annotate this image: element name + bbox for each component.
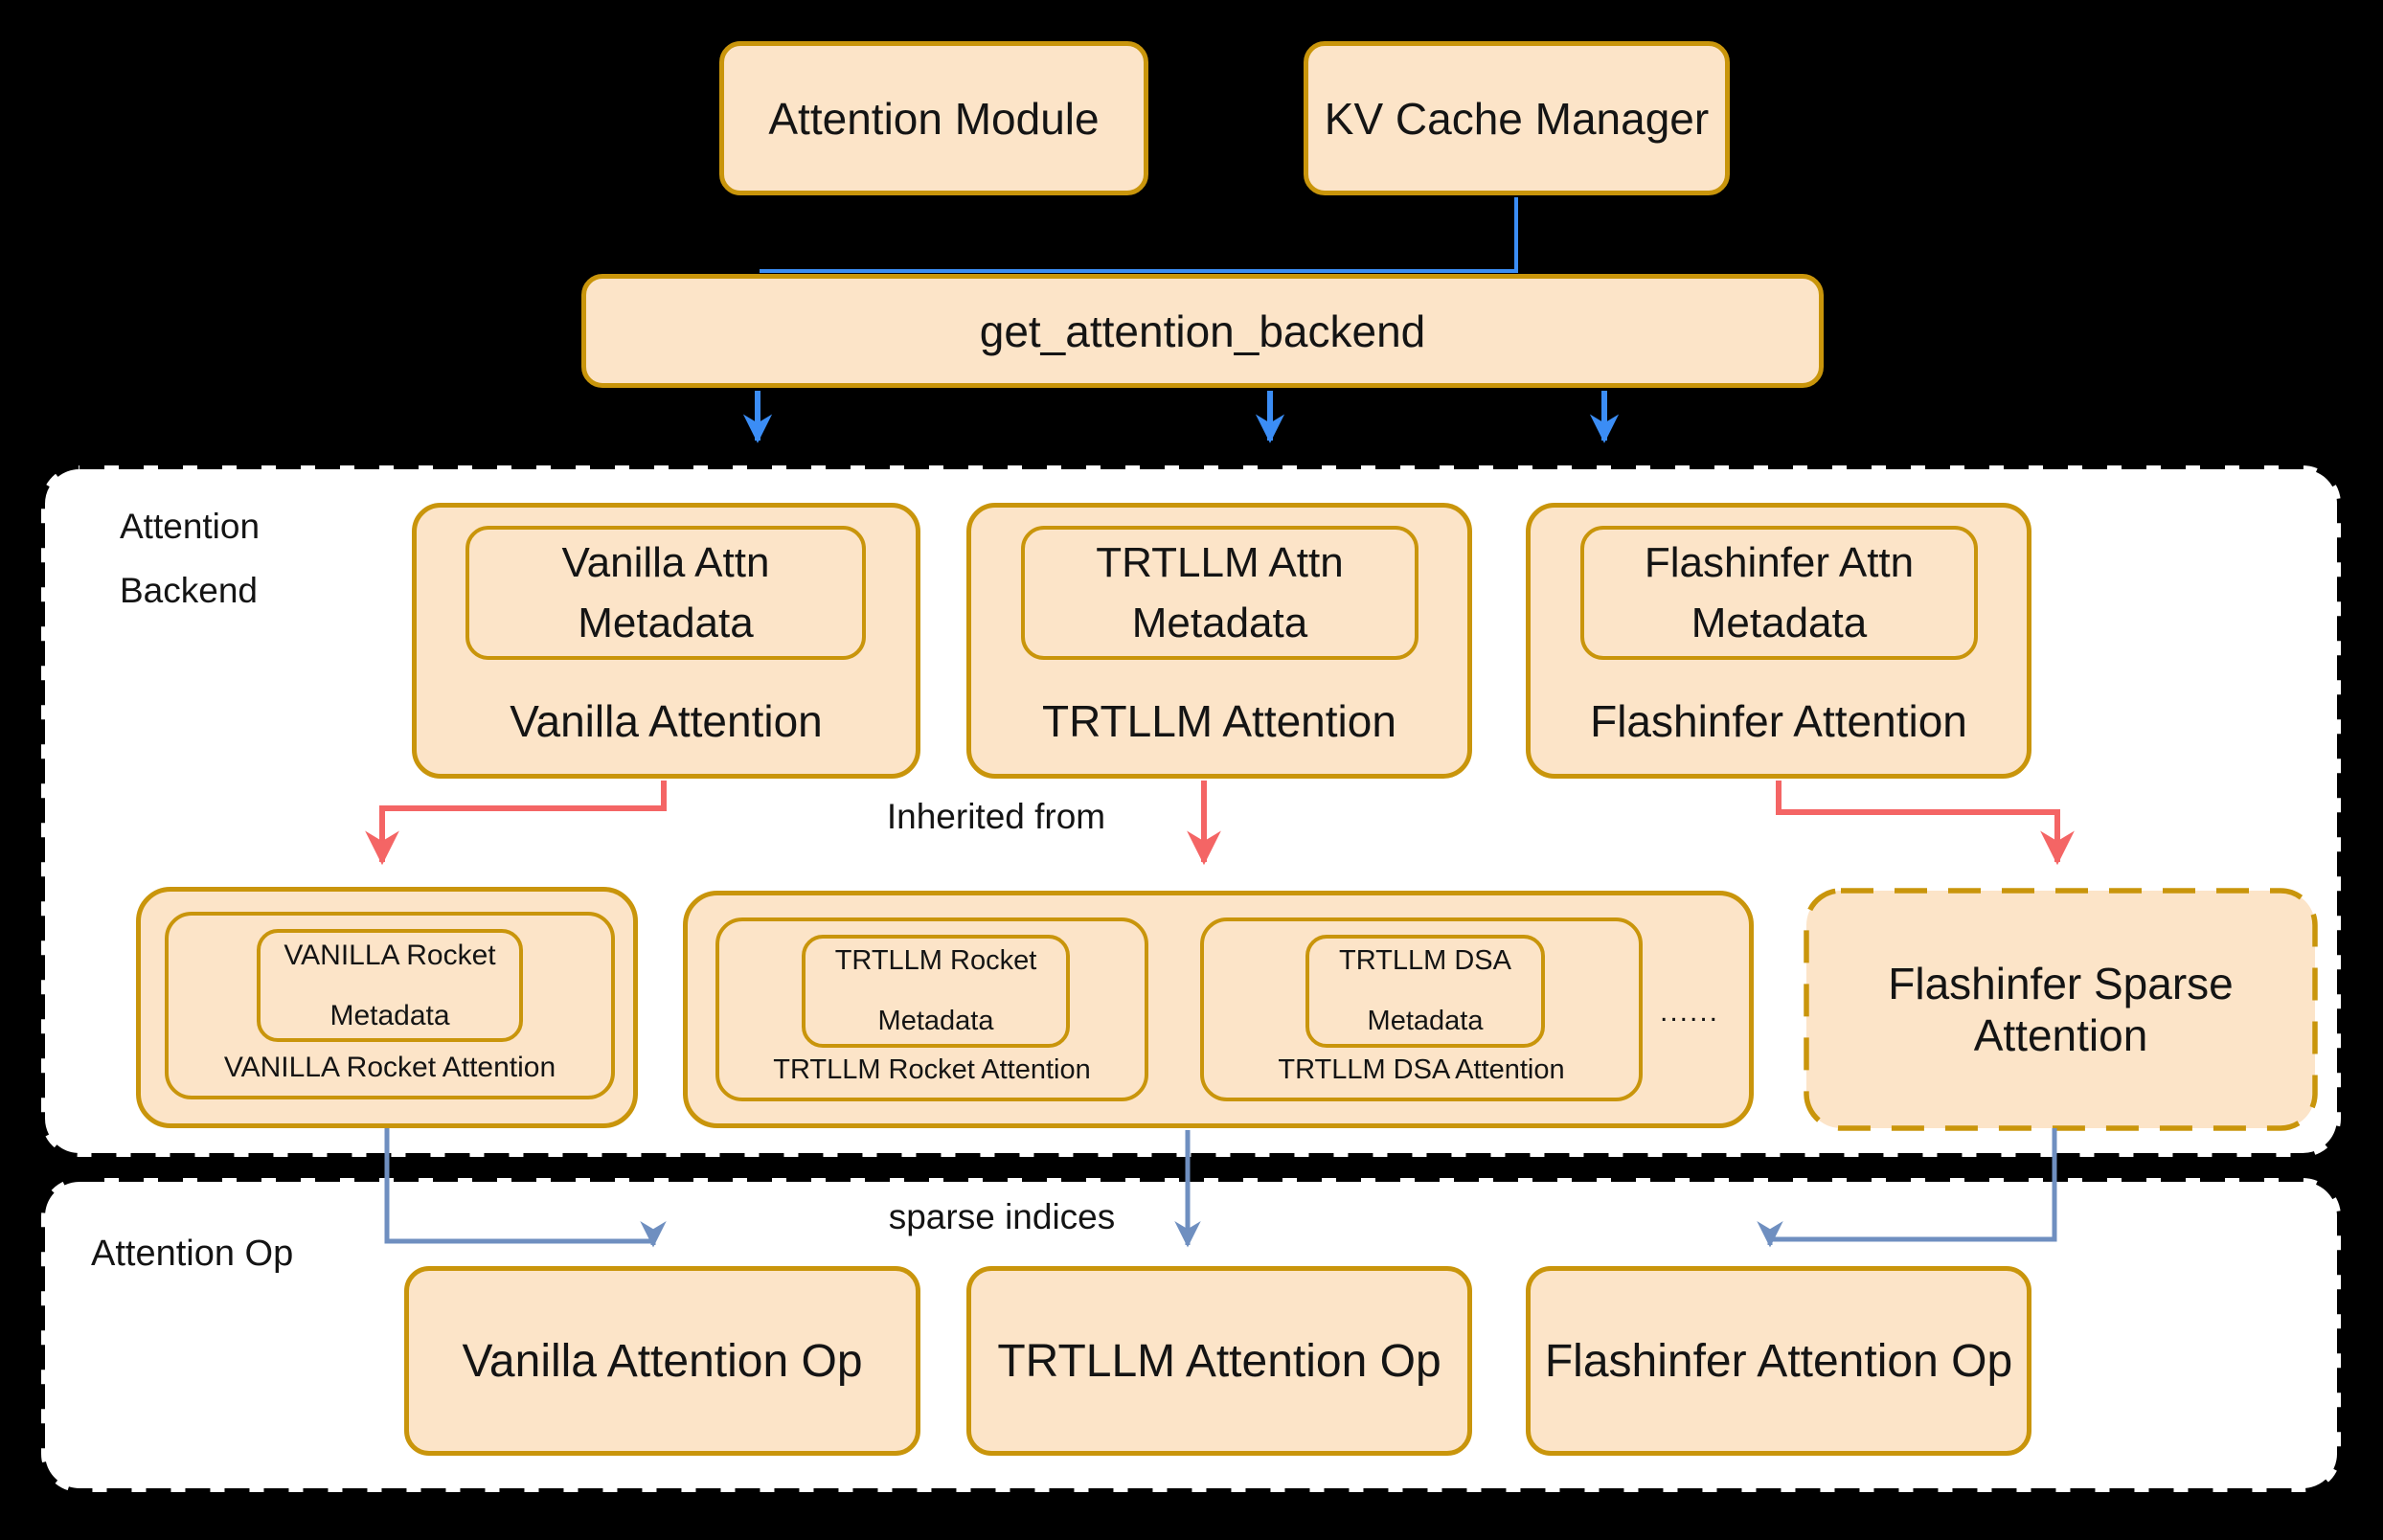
trtllm-dsa-metadata-line2: Metadata: [1367, 1006, 1484, 1036]
get-attention-backend-label: get_attention_backend: [979, 306, 1426, 356]
kv-cache-manager-node: KV Cache Manager: [1304, 41, 1730, 195]
trtllm-attention-label: TRTLLM Attention: [1042, 696, 1396, 746]
flashinfer-attention-op-label: Flashinfer Attention Op: [1544, 1335, 2013, 1387]
kv-cache-manager-label: KV Cache Manager: [1324, 93, 1710, 144]
vanilla-attention-op-label: Vanilla Attention Op: [462, 1335, 863, 1387]
vanilla-rocket-group: VANILLA Rocket Metadata VANILLA Rocket A…: [136, 887, 638, 1128]
vanilla-rocket-metadata-line2: Metadata: [329, 1000, 450, 1031]
flashinfer-attention-label: Flashinfer Attention: [1590, 696, 1967, 746]
vanilla-attn-metadata-line1: Vanilla Attn: [561, 539, 770, 586]
vanilla-attn-metadata-line2: Metadata: [578, 600, 754, 646]
vanilla-rocket-attention-label: VANILLA Rocket Attention: [223, 1052, 556, 1083]
flashinfer-sparse-attention-label: Flashinfer Sparse Attention: [1888, 959, 2234, 1060]
trtllm-attn-metadata-node: TRTLLM Attn Metadata: [1021, 526, 1418, 660]
backend-section-title-line1: Attention: [120, 507, 261, 546]
trtllm-dsa-metadata-line1: TRTLLM DSA: [1339, 945, 1511, 976]
sparse-indices-label: sparse indices: [888, 1197, 1116, 1236]
backend-section-title: Attention Backend: [120, 494, 260, 623]
attention-module-label: Attention Module: [768, 93, 1100, 144]
vanilla-rocket-attention-node: VANILLA Rocket Metadata VANILLA Rocket A…: [165, 912, 615, 1099]
trtllm-rocket-metadata-line2: Metadata: [877, 1006, 994, 1036]
flashinfer-sparse-attention-label-wrap: Flashinfer Sparse Attention: [1806, 891, 2315, 1128]
trtllm-rocket-attention-label: TRTLLM Rocket Attention: [773, 1054, 1091, 1085]
arrow-flashinfer-to-sparse: [1776, 781, 2075, 866]
attention-module-node: Attention Module: [719, 41, 1148, 195]
vanilla-attention-label: Vanilla Attention: [510, 696, 823, 746]
trtllm-rocket-metadata-line1: TRTLLM Rocket: [834, 945, 1037, 976]
flashinfer-attention-node: Flashinfer Attn Metadata Flashinfer Atte…: [1526, 503, 2031, 779]
vanilla-rocket-metadata-line1: VANILLA Rocket: [284, 940, 496, 971]
backend-section-title-line2: Backend: [120, 571, 258, 610]
trtllm-attention-op-node: TRTLLM Attention Op: [966, 1266, 1472, 1456]
flashinfer-sparse-attention-node: [1804, 888, 2318, 1131]
arrow-sparse-to-flashinfer-op: [1757, 1128, 2057, 1248]
vanilla-attention-op-node: Vanilla Attention Op: [404, 1266, 920, 1456]
flashinfer-attention-op-node: Flashinfer Attention Op: [1526, 1266, 2031, 1456]
vanilla-attention-node: Vanilla Attn Metadata Vanilla Attention: [412, 503, 920, 779]
trtllm-dsa-attention-node: TRTLLM DSA Metadata TRTLLM DSA Attention: [1200, 917, 1643, 1101]
trtllm-attention-node: TRTLLM Attn Metadata TRTLLM Attention: [966, 503, 1472, 779]
inherited-from-label: Inherited from: [886, 797, 1106, 836]
arrow-vanilla-rocket-to-vanilla-op: [384, 1128, 667, 1248]
trtllm-dsa-metadata-node: TRTLLM DSA Metadata: [1305, 935, 1545, 1048]
flashinfer-attn-metadata-line2: Metadata: [1691, 600, 1868, 646]
trtllm-rocket-metadata-node: TRTLLM Rocket Metadata: [802, 935, 1070, 1048]
op-section-title: Attention Op: [91, 1234, 294, 1274]
trtllm-derived-group: TRTLLM Rocket Metadata TRTLLM Rocket Att…: [683, 891, 1754, 1128]
flashinfer-attn-metadata-node: Flashinfer Attn Metadata: [1580, 526, 1978, 660]
more-backends-ellipsis: ......: [1660, 996, 1720, 1028]
get-attention-backend-node: get_attention_backend: [581, 274, 1824, 388]
trtllm-dsa-attention-label: TRTLLM DSA Attention: [1278, 1054, 1565, 1085]
trtllm-rocket-attention-node: TRTLLM Rocket Metadata TRTLLM Rocket Att…: [715, 917, 1148, 1101]
trtllm-attn-metadata-line2: Metadata: [1131, 600, 1308, 646]
vanilla-attn-metadata-node: Vanilla Attn Metadata: [465, 526, 866, 660]
arrow-vanilla-to-vanilla-rocket: [365, 781, 667, 866]
trtllm-attn-metadata-line1: TRTLLM Attn: [1096, 539, 1344, 586]
trtllm-attention-op-label: TRTLLM Attention Op: [997, 1335, 1441, 1387]
flashinfer-attn-metadata-line1: Flashinfer Attn: [1644, 539, 1915, 586]
line-kv-cache-manager-to-get-backend: [760, 197, 1518, 273]
vanilla-rocket-metadata-node: VANILLA Rocket Metadata: [257, 929, 523, 1042]
